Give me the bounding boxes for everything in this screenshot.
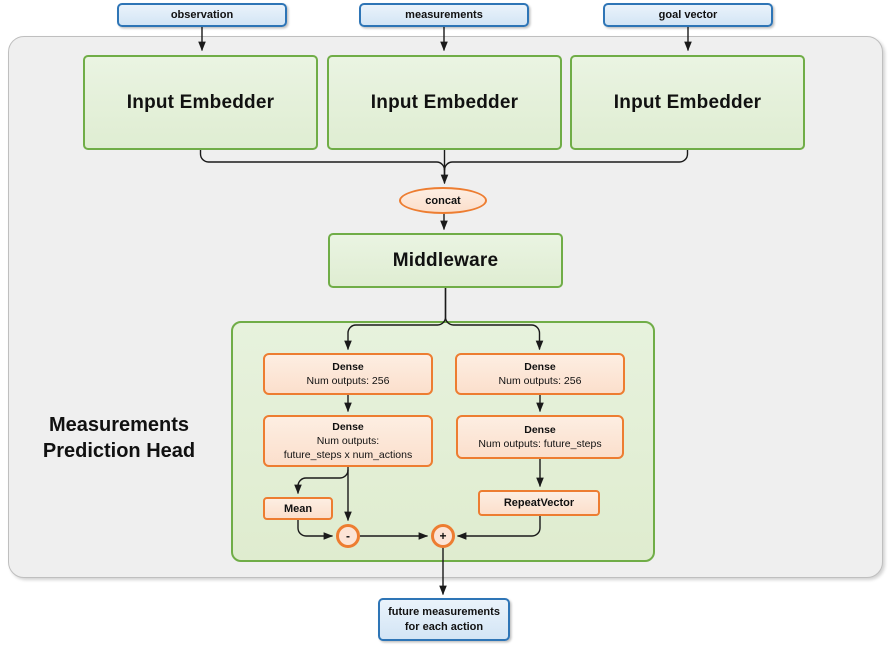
add-node: +	[431, 524, 455, 548]
dense-right-2-title: Dense	[524, 424, 556, 436]
repeat-vector-node: RepeatVector	[478, 490, 600, 516]
dense-left-2: Dense Num outputs: future_steps x num_ac…	[263, 415, 433, 467]
dense-left-1: Dense Num outputs: 256	[263, 353, 433, 395]
dense-left-2-line1: Num outputs:	[316, 435, 380, 447]
head-title-line2: Prediction Head	[42, 440, 196, 462]
output-line2: for each action	[404, 620, 484, 633]
input-observation: observation	[117, 3, 287, 27]
dense-left-1-title: Dense	[332, 361, 364, 373]
dense-right-2-line1: Num outputs: future_steps	[478, 438, 602, 450]
middleware-label: Middleware	[392, 249, 499, 271]
embedder-measurements-label: Input Embedder	[370, 91, 519, 113]
embedder-observation-label: Input Embedder	[126, 91, 275, 113]
input-observation-label: observation	[170, 9, 234, 21]
embedder-measurements: Input Embedder	[327, 55, 562, 150]
head-title: Measurements Prediction Head	[25, 412, 213, 464]
head-title-line1: Measurements	[48, 414, 190, 436]
output-line1: future measurements	[388, 605, 500, 618]
concat-node: concat	[399, 187, 487, 214]
dense-right-1: Dense Num outputs: 256	[455, 353, 625, 395]
mean-node: Mean	[263, 497, 333, 520]
dense-right-1-title: Dense	[524, 361, 556, 373]
embedder-goal-vector: Input Embedder	[570, 55, 805, 150]
input-goal-vector-label: goal vector	[658, 9, 718, 21]
embedder-observation: Input Embedder	[83, 55, 318, 150]
concat-label: concat	[425, 194, 461, 207]
dense-left-1-line1: Num outputs: 256	[306, 375, 390, 387]
dense-right-1-line1: Num outputs: 256	[498, 375, 582, 387]
middleware-node: Middleware	[328, 233, 563, 288]
dense-left-2-title: Dense	[332, 421, 364, 433]
input-goal-vector: goal vector	[603, 3, 773, 27]
subtract-label: -	[346, 529, 350, 543]
input-measurements-label: measurements	[405, 9, 483, 21]
mean-label: Mean	[283, 502, 313, 515]
add-label: +	[439, 529, 447, 543]
embedder-goal-vector-label: Input Embedder	[613, 91, 762, 113]
repeat-vector-label: RepeatVector	[503, 497, 575, 509]
input-measurements: measurements	[359, 3, 529, 27]
dense-right-2: Dense Num outputs: future_steps	[456, 415, 624, 459]
output-future-measurements: future measurements for each action	[378, 598, 510, 641]
subtract-node: -	[336, 524, 360, 548]
dense-left-2-line2: future_steps x num_actions	[283, 449, 413, 461]
